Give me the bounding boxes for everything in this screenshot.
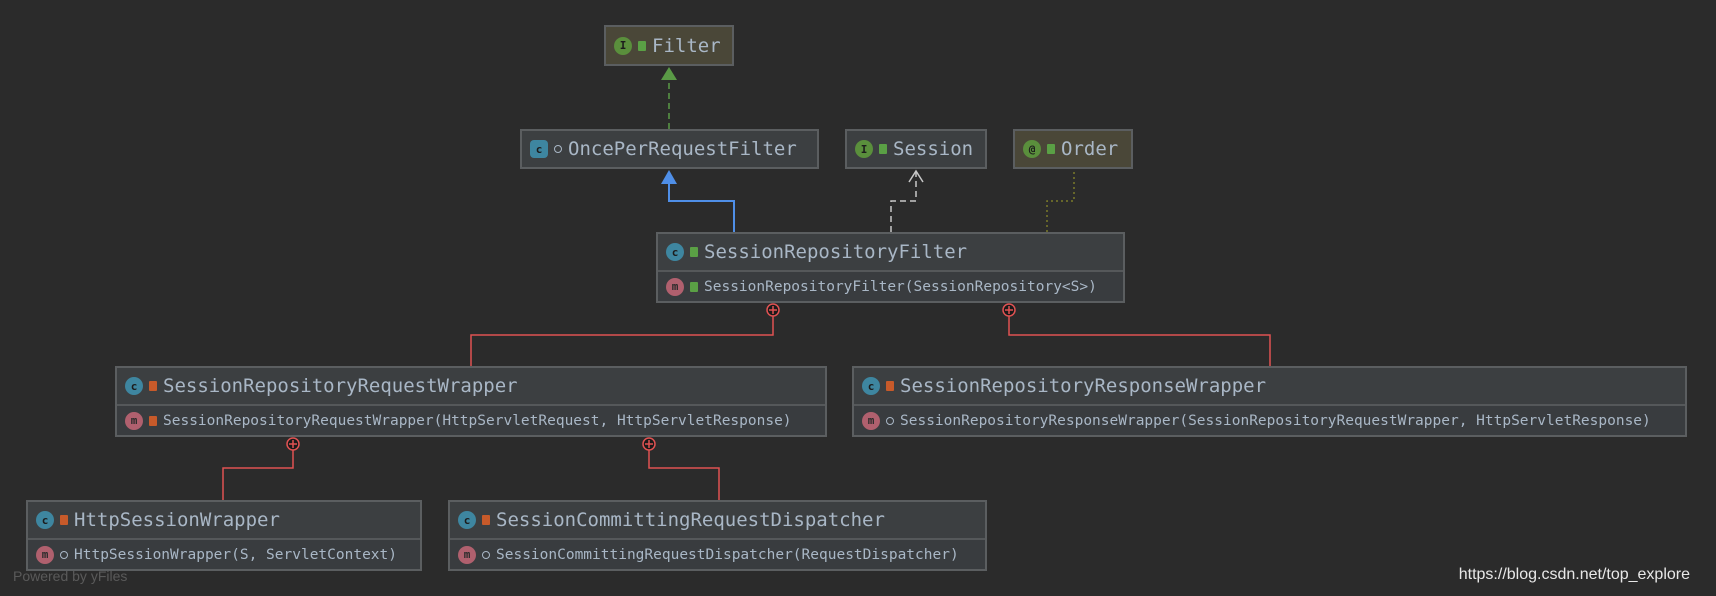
member-signature: SessionRepositoryRequestWrapper(HttpServ… [163,412,792,429]
node-title: SessionRepositoryRequestWrapper [163,375,518,397]
method-icon: m [125,411,143,430]
method-icon: m [862,411,880,430]
method-icon: m [458,545,476,564]
node-title: SessionRepositoryResponseWrapper [900,375,1267,397]
inner-class-icon: c [36,511,54,529]
inner-class-icon: c [458,511,476,529]
member-signature: SessionRepositoryResponseWrapper(Session… [900,412,1651,429]
node-filter[interactable]: I Filter [604,25,734,66]
node-session-repository-filter[interactable]: c SessionRepositoryFilter m SessionReposit… [656,232,1125,303]
private-lock-icon [149,415,157,426]
package-visibility-icon [482,550,490,559]
interface-icon: I [614,36,632,55]
edge-extends-oprf [661,170,735,232]
package-visibility-icon [60,550,68,559]
node-session-repository-request-wrapper[interactable]: c SessionRepositoryRequestWrapper m Sessio… [115,366,827,437]
member-row[interactable]: m SessionRepositoryResponseWrapper(Sessio… [854,406,1685,435]
node-title: Order [1061,138,1119,160]
private-lock-icon [886,381,894,391]
member-row[interactable]: m SessionRepositoryFilter(SessionReposito… [658,272,1123,301]
package-visibility-icon [554,145,562,153]
public-lock-icon [690,281,698,292]
edge-dependency-session [890,169,924,232]
node-session-committing-request-dispatcher[interactable]: c SessionCommittingRequestDispatcher m Ses… [448,500,987,571]
edge-inner-resw [1002,303,1271,366]
node-once-per-request-filter[interactable]: c OncePerRequestFilter [520,129,819,169]
node-session-repository-response-wrapper[interactable]: c SessionRepositoryResponseWrapper m Sessi… [852,366,1687,437]
edge-inner-scrd [642,437,720,500]
member-signature: SessionCommittingRequestDispatcher(Reque… [496,546,959,563]
method-icon: m [666,277,684,296]
public-lock-icon [690,247,698,257]
public-lock-icon [1047,144,1055,154]
edge-inner-reqw [470,303,780,366]
member-row[interactable]: m SessionRepositoryRequestWrapper(HttpSer… [117,406,825,435]
private-lock-icon [60,515,68,525]
node-title: Filter [652,34,721,57]
node-title: Session [893,138,974,160]
inner-class-icon: c [125,377,143,395]
inner-class-icon: c [862,377,880,395]
member-row[interactable]: m SessionCommittingRequestDispatcher(Requ… [450,540,985,569]
node-title: HttpSessionWrapper [74,509,280,531]
node-title: OncePerRequestFilter [568,138,797,160]
watermark: https://blog.csdn.net/top_explore [1458,566,1690,583]
edge-inner-hsw [222,437,300,500]
edge-annotation-order [1046,169,1075,232]
private-lock-icon [149,381,157,391]
public-lock-icon [879,144,887,154]
abstract-class-icon: c [530,140,548,158]
member-signature: SessionRepositoryFilter(SessionRepositor… [704,278,1097,295]
annotation-icon: @ [1023,140,1041,158]
interface-icon: I [855,140,873,158]
package-visibility-icon [886,416,894,425]
private-lock-icon [482,515,490,525]
member-signature: HttpSessionWrapper(S, ServletContext) [74,546,398,563]
node-http-session-wrapper[interactable]: c HttpSessionWrapper m HttpSessionWrapper(… [26,500,422,571]
node-title: SessionRepositoryFilter [704,241,968,263]
member-row[interactable]: m HttpSessionWrapper(S, ServletContext) [28,540,420,569]
node-session[interactable]: I Session [845,129,987,169]
node-order[interactable]: @ Order [1013,129,1133,169]
class-icon: c [666,243,684,261]
node-title: SessionCommittingRequestDispatcher [496,509,885,531]
edge-implements-filter [661,67,677,129]
method-icon: m [36,545,54,564]
public-lock-icon [638,40,646,51]
powered-by-label: Powered by yFiles [13,568,128,584]
